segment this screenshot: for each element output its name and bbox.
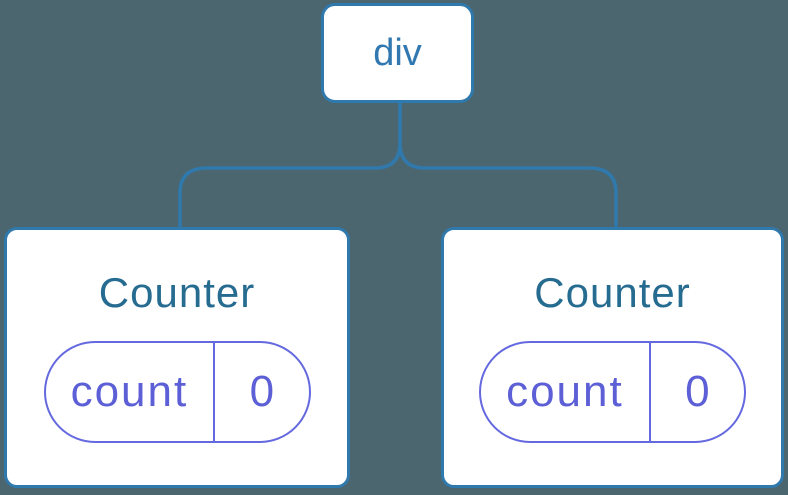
state-name: count — [70, 367, 189, 416]
state-value: 0 — [213, 343, 308, 441]
component-card-left: Counter count 0 — [4, 227, 350, 488]
state-name: count — [506, 367, 624, 416]
root-node: div — [321, 3, 474, 103]
component-title: Counter — [98, 269, 256, 316]
component-title: Counter — [534, 269, 691, 316]
state-pill: count 0 — [479, 341, 746, 443]
connector-branch-left — [178, 96, 402, 232]
root-node-label: div — [373, 32, 422, 74]
state-value: 0 — [648, 343, 744, 441]
state-pill: count 0 — [43, 341, 311, 443]
connector-branch-right — [398, 96, 618, 232]
component-card-right: Counter count 0 — [441, 227, 784, 488]
